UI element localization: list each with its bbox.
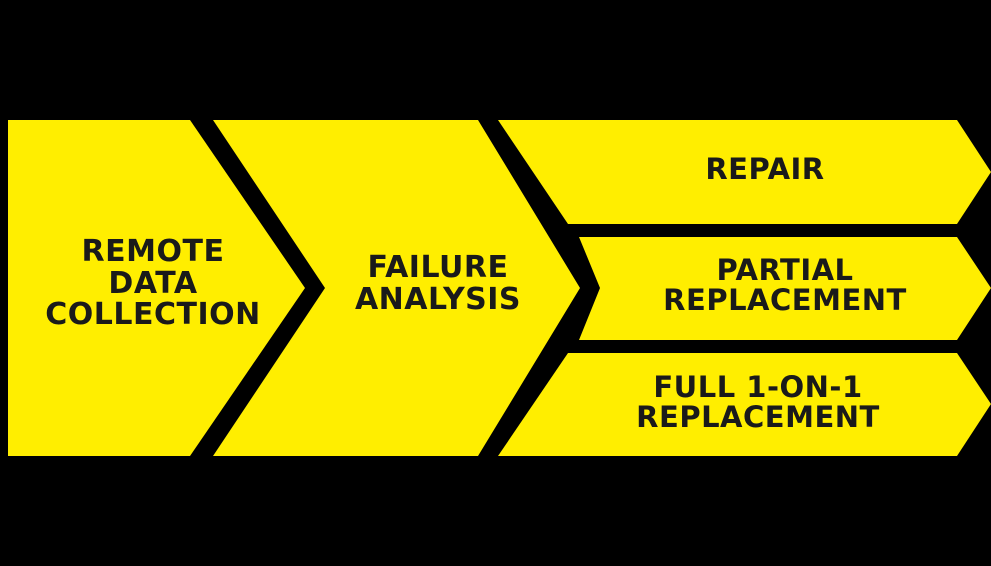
step-label-line: DATA	[108, 265, 198, 301]
step-remote-data-collection-label: REMOTE DATA COLLECTION	[18, 236, 288, 331]
outcome-label-line: REPLACEMENT	[636, 400, 880, 435]
outcome-full-replacement-label: FULL 1-ON-1 REPLACEMENT	[598, 372, 918, 433]
outcome-label-line: PARTIAL	[716, 253, 854, 287]
outcome-partial-replacement-arrow	[579, 237, 991, 340]
outcome-full-replacement-arrow	[498, 353, 991, 456]
outcome-repair-arrow	[498, 120, 991, 224]
step-label-line: REMOTE	[81, 234, 225, 269]
outcome-label-line: REPAIR	[705, 152, 825, 186]
step-failure-analysis-chevron	[213, 120, 580, 456]
step-label-line: FAILURE	[367, 250, 509, 285]
outcome-label-line: FULL 1-ON-1	[653, 370, 863, 404]
step-label-line: ANALYSIS	[354, 281, 522, 317]
step-remote-data-collection-chevron	[8, 120, 305, 456]
outcome-partial-replacement-label: PARTIAL REPLACEMENT	[625, 255, 945, 316]
step-failure-analysis-label: FAILURE ANALYSIS	[318, 252, 558, 315]
step-label-line: COLLECTION	[45, 297, 261, 332]
outcome-repair-label: REPAIR	[615, 152, 915, 186]
outcome-label-line: REPLACEMENT	[663, 283, 907, 318]
